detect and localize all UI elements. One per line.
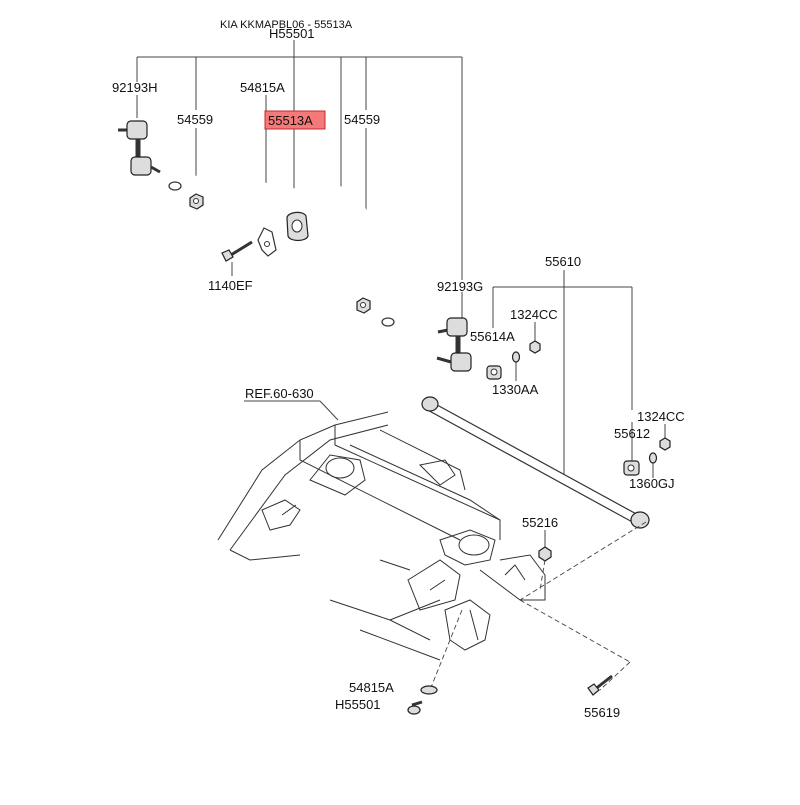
nut-55216 [538, 546, 552, 562]
label-54815a-top: 54815A [240, 80, 285, 95]
nut-54559-right [356, 297, 371, 314]
label-ref-60-630: REF.60-630 [245, 386, 314, 401]
clip-54815a-bottom [420, 685, 438, 695]
callout-labels: H55501 92193H 54559 54815A 55513A 54559 … [112, 26, 685, 720]
label-55610: 55610 [545, 254, 581, 269]
label-1324cc-right: 1324CC [637, 409, 685, 424]
label-h55501-top: H55501 [269, 26, 315, 41]
label-h55501-bottom: H55501 [335, 697, 381, 712]
label-92193g: 92193G [437, 279, 483, 294]
label-55612: 55612 [614, 426, 650, 441]
stabilizer-link-92193g [436, 317, 472, 372]
bushing-55612 [623, 460, 640, 476]
bolt-h55501-bottom [407, 700, 423, 715]
diagram-title: KIA KKMAPBL06 - 55513A [220, 19, 353, 31]
label-55619: 55619 [584, 705, 620, 720]
bushing-55513a [286, 211, 309, 242]
ref-leader [244, 400, 339, 421]
label-55216: 55216 [522, 515, 558, 530]
bolt-1140ef [221, 240, 253, 262]
bracket-54815a [257, 227, 277, 257]
stabilizer-bar [168, 174, 438, 327]
bushing-55614a [486, 365, 502, 380]
bolt-55619 [587, 674, 613, 696]
nut-54559-left [189, 193, 204, 210]
highlight-box-55513a [264, 110, 326, 130]
label-1360gj: 1360GJ [629, 476, 675, 491]
label-54815a-bottom: 54815A [349, 680, 394, 695]
label-55513a-highlighted: 55513A [268, 113, 313, 128]
lateral-rod-55610 [421, 396, 650, 529]
label-1324cc-top: 1324CC [510, 307, 558, 322]
rear-body-structure [217, 411, 546, 661]
label-1330aa: 1330AA [492, 382, 539, 397]
label-55614a: 55614A [470, 329, 515, 344]
washer-1360gj [648, 452, 658, 464]
label-54559-left: 54559 [177, 112, 213, 127]
nut-1324cc-top [529, 340, 541, 354]
label-1140ef: 1140EF [208, 278, 253, 293]
washer-1330aa [511, 351, 521, 363]
label-54559-right: 54559 [344, 112, 380, 127]
assembly-dashed-lines [429, 521, 647, 691]
nut-1324cc-right [659, 437, 671, 451]
stabilizer-link-92193h [118, 120, 161, 176]
label-92193h: 92193H [112, 80, 158, 95]
